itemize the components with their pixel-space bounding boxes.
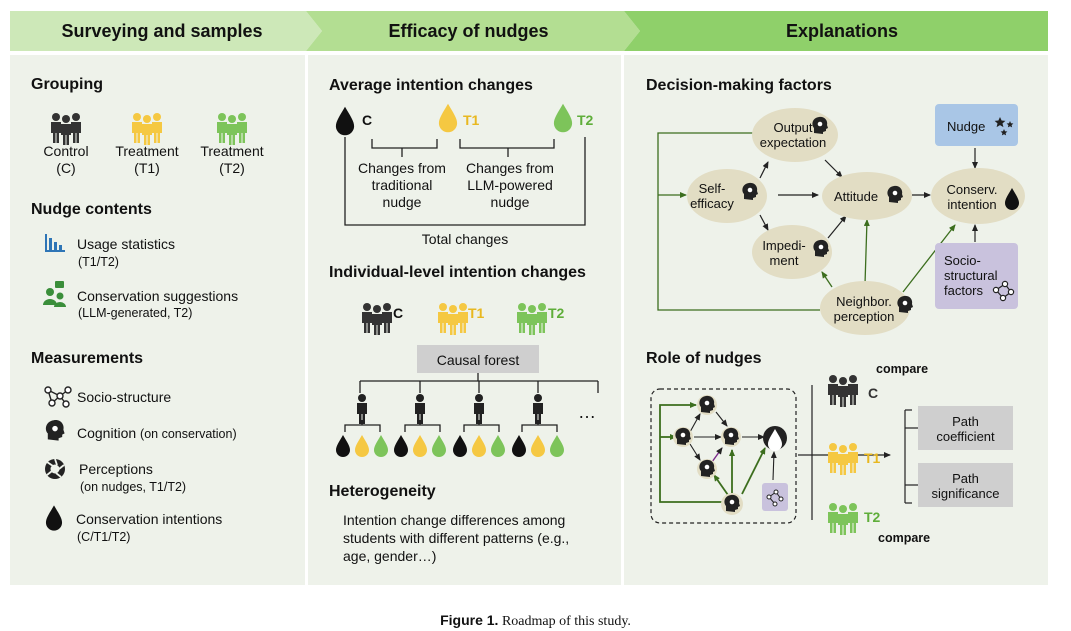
head-icon bbox=[885, 185, 905, 205]
nudge-suggestion-sub: (LLM-generated, T2) bbox=[78, 306, 193, 320]
mini-model-frame bbox=[650, 388, 797, 524]
measure-perceptions-sub: (on nudges, T1/T2) bbox=[80, 480, 187, 494]
network-icon bbox=[992, 280, 1015, 302]
group-label: Control(C) bbox=[43, 143, 89, 176]
measure-cognition-label: Cognition (on conservation) bbox=[77, 425, 237, 441]
path-significance-box bbox=[918, 463, 1013, 507]
nudge-label: Nudge bbox=[947, 119, 986, 134]
role-c-label: C bbox=[868, 385, 879, 401]
avg-intention-title: Average intention changes bbox=[329, 77, 533, 94]
change-brackets bbox=[344, 137, 586, 226]
impediment-label: Impedi-ment bbox=[762, 238, 806, 268]
head-icon bbox=[740, 182, 760, 202]
mini-socio-box bbox=[762, 483, 788, 511]
drop-t2-label: T2 bbox=[577, 112, 594, 128]
nudge-box bbox=[935, 104, 1018, 146]
measure-socio-label: Socio-structure bbox=[77, 389, 172, 405]
nudge-usage-label: Usage statistics bbox=[77, 236, 176, 252]
self-efficacy-label: Self-efficacy bbox=[690, 181, 734, 211]
suggestion-people-icon bbox=[43, 281, 66, 307]
measurements-title: Measurements bbox=[31, 350, 144, 367]
mini-network-icon bbox=[766, 489, 784, 507]
path-coefficient-box bbox=[918, 406, 1013, 450]
drop-t1-label: T1 bbox=[463, 112, 480, 128]
compare-label-top: compare bbox=[876, 362, 929, 376]
individual-title: Individual-level intention changes bbox=[329, 264, 586, 281]
role-t2-label: T2 bbox=[864, 509, 881, 525]
nudge-contents-title: Nudge contents bbox=[31, 201, 152, 218]
role-t1-label: T1 bbox=[864, 450, 881, 466]
header-right-shape bbox=[624, 11, 1048, 51]
dm-edges bbox=[759, 148, 978, 242]
grouping-title: Grouping bbox=[31, 76, 103, 93]
header-left-shape bbox=[10, 11, 322, 51]
measure-intentions-sub: (C/T1/T2) bbox=[77, 530, 131, 544]
node-conserv-intention bbox=[931, 168, 1025, 224]
ellipsis: … bbox=[578, 402, 596, 422]
measure-intentions-label: Conservation intentions bbox=[76, 511, 223, 527]
total-changes-label: Total changes bbox=[421, 231, 509, 247]
header-middle-shape bbox=[306, 11, 640, 51]
group-bracket bbox=[798, 385, 918, 520]
group-label: Treatment(T1) bbox=[115, 143, 179, 176]
left-panel bbox=[10, 55, 305, 585]
group-label: Treatment(T2) bbox=[200, 143, 264, 176]
neighbor-perception-label: Neighbor.perception bbox=[833, 294, 895, 324]
network-icon bbox=[44, 386, 72, 408]
column-title-left: Surveying and samples bbox=[61, 21, 263, 41]
ind-c-label: C bbox=[393, 305, 404, 321]
stars-icon bbox=[994, 117, 1014, 136]
decision-factors-title: Decision-making factors bbox=[646, 77, 832, 94]
compare-label-bottom: compare bbox=[878, 531, 931, 545]
role-of-nudges-title: Role of nudges bbox=[646, 350, 762, 367]
node-neighbor-perception bbox=[820, 281, 910, 335]
nudge-usage-sub: (T1/T2) bbox=[78, 255, 119, 269]
node-attitude bbox=[822, 172, 912, 220]
figure-caption: Figure 1. Roadmap of this study. bbox=[440, 612, 631, 629]
column-title-right: Explanations bbox=[785, 21, 899, 41]
drop-c-label: C bbox=[362, 112, 373, 128]
ind-t2-label: T2 bbox=[548, 305, 565, 321]
causal-forest-label: Causal forest bbox=[436, 352, 520, 368]
measure-perceptions-label: Perceptions bbox=[79, 461, 153, 477]
node-impediment bbox=[752, 225, 832, 279]
attitude-label: Attitude bbox=[834, 189, 879, 204]
bar-chart-icon bbox=[45, 234, 65, 252]
column-title-middle: Efficacy of nudges bbox=[388, 21, 549, 41]
nudge-suggestion-label: Conservation suggestions bbox=[77, 288, 239, 304]
dm-green-edges bbox=[657, 130, 956, 311]
cognition-head-icon bbox=[43, 419, 67, 443]
causal-forest-box bbox=[417, 345, 539, 373]
ind-t1-label: T1 bbox=[468, 305, 485, 321]
head-icon bbox=[811, 239, 831, 259]
conserv-intention-label: Conserv.intention bbox=[946, 182, 998, 212]
heterogeneity-title: Heterogeneity bbox=[329, 483, 436, 500]
mini-model-edges bbox=[659, 402, 777, 503]
aperture-icon bbox=[45, 458, 65, 479]
forest-tree-lines bbox=[344, 373, 599, 432]
